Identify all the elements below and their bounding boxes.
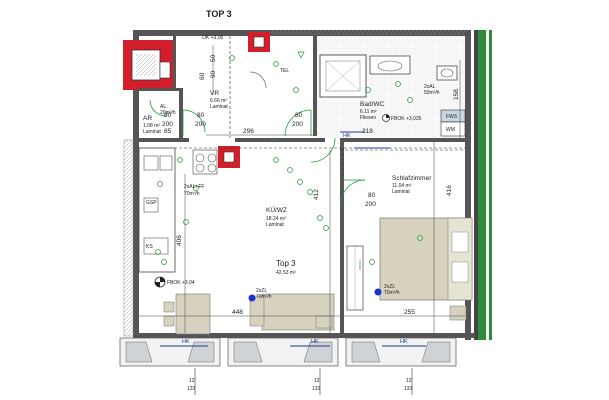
label-tel: TEL bbox=[280, 68, 289, 74]
win-dim-1a: 12 bbox=[189, 378, 195, 384]
label-al-ff: 2xAL+FF bbox=[184, 184, 204, 190]
room-ar-name: AR bbox=[143, 115, 152, 122]
dim-448: 448 bbox=[232, 309, 243, 316]
dashed-lines bbox=[139, 36, 465, 180]
win-dim-2a: 12 bbox=[314, 378, 320, 384]
label-zl-sz: 2xZL bbox=[384, 284, 395, 290]
dim-200-ar: 200 bbox=[162, 121, 173, 128]
top-label: TOP 3 bbox=[206, 9, 232, 19]
supply-air-dot-bedroom bbox=[374, 288, 382, 296]
bed bbox=[379, 217, 473, 301]
label-al-ff-flow: 70m³/h bbox=[184, 191, 200, 197]
label-ks: KS bbox=[146, 244, 153, 250]
level-marker-bad-icon bbox=[382, 114, 390, 122]
top-right-insulation bbox=[271, 30, 465, 35]
window-units bbox=[119, 131, 457, 367]
label-zl-wz: 2xZL bbox=[256, 288, 267, 294]
room-schlaf-name: Schlafzimmer bbox=[392, 175, 432, 182]
room-schlaf-area: 11.04 m² bbox=[392, 183, 412, 189]
electrical-symbols bbox=[155, 51, 423, 270]
label-hk-3: HK bbox=[400, 339, 408, 345]
dim-50: 50 bbox=[210, 54, 217, 62]
shower bbox=[319, 54, 367, 98]
win-dim-3b: 133 bbox=[404, 386, 413, 392]
dim-60: 60 bbox=[199, 72, 206, 80]
room-kuwz-area: 18.24 m² bbox=[266, 216, 286, 222]
room-vr-floor: Laminat bbox=[210, 104, 228, 110]
label-wm: WM bbox=[446, 127, 455, 133]
dimension-lines bbox=[139, 45, 465, 333]
washbasin bbox=[369, 55, 411, 75]
room-kuwz-name: KÜ/WZ bbox=[266, 206, 287, 214]
level-marker-icon bbox=[154, 276, 166, 288]
nightstand bbox=[449, 305, 467, 321]
label-al-vr-flow: 20m³/h bbox=[160, 110, 176, 116]
dim-80-sz: 80 bbox=[368, 192, 376, 199]
room-schlaf-floor: Laminat bbox=[392, 189, 410, 195]
kitchen-counter bbox=[138, 147, 218, 273]
room-bad-floor: Fliesen bbox=[360, 115, 376, 121]
supply-air-dot-living bbox=[248, 294, 256, 302]
dim-318: 318 bbox=[362, 128, 373, 135]
room-bad-name: Bad/WC bbox=[360, 101, 385, 108]
win-dim-2b: 133 bbox=[312, 386, 321, 392]
fbok-main: FBOK +3,04 bbox=[167, 280, 195, 286]
toilet bbox=[436, 65, 458, 81]
dim-200-sz: 200 bbox=[365, 201, 376, 208]
label-hk-bad: HK bbox=[343, 133, 351, 139]
label-zl-sz-flow: 70m³/h bbox=[384, 290, 400, 296]
dim-412: 412 bbox=[313, 189, 320, 200]
wm-box bbox=[440, 121, 466, 137]
label-al-vr: AL bbox=[160, 104, 166, 110]
left-insulation bbox=[123, 139, 134, 337]
label-hk-2: HK bbox=[311, 339, 319, 345]
win-dim-1b: 133 bbox=[187, 386, 196, 392]
dim-80-vr: 80 bbox=[197, 112, 205, 119]
room-ar-floor: Laminat bbox=[143, 129, 161, 135]
doors bbox=[149, 71, 366, 205]
dim-406: 406 bbox=[176, 235, 183, 246]
dim-80-ar: 80 bbox=[164, 112, 172, 119]
dim-158: 158 bbox=[453, 89, 460, 100]
label-al-bad-flow: 50m³/h bbox=[424, 90, 440, 96]
sofa bbox=[249, 293, 335, 331]
shaft-top-left bbox=[123, 40, 173, 90]
room-bad-fbok: FBOK +3,035 bbox=[391, 116, 422, 122]
room-vr-name: VR bbox=[210, 90, 219, 97]
room-kuwz-floor: Laminat bbox=[266, 222, 284, 228]
window-dim-ticks bbox=[194, 368, 413, 395]
label-gsp: GSP bbox=[146, 200, 157, 206]
label-fws: FWS bbox=[446, 114, 458, 120]
interior-walls bbox=[139, 36, 465, 333]
room-bad-area: 6.11 m² bbox=[360, 109, 377, 115]
dim-296: 296 bbox=[243, 128, 254, 135]
unit-name: Top 3 bbox=[276, 259, 296, 268]
unit-area: 42.53 m² bbox=[276, 270, 296, 276]
dim-200-bad: 200 bbox=[292, 121, 303, 128]
dim-255: 255 bbox=[404, 309, 415, 316]
label-hk-1: HK bbox=[182, 339, 190, 345]
ok-level: OK +3,06 bbox=[202, 35, 223, 41]
room-vr-area: 6.66 m² bbox=[210, 98, 227, 104]
dim-85: 85 bbox=[164, 128, 172, 135]
win-dim-3a: 12 bbox=[406, 378, 412, 384]
dim-200-vr: 200 bbox=[195, 121, 206, 128]
room-ar-area: 1.08 m² bbox=[143, 123, 160, 129]
dining-table bbox=[163, 293, 211, 335]
dim-90: 90 bbox=[210, 70, 217, 78]
label-zl-wz-flow: 70m³/h bbox=[256, 294, 272, 300]
label-al-bad: 2xAL bbox=[424, 84, 436, 90]
dim-80-bad: 80 bbox=[295, 112, 303, 119]
wardrobe bbox=[346, 245, 364, 311]
shaft-kitchen bbox=[218, 146, 240, 168]
shaft-top-center bbox=[248, 32, 270, 52]
dim-416: 416 bbox=[446, 185, 453, 196]
